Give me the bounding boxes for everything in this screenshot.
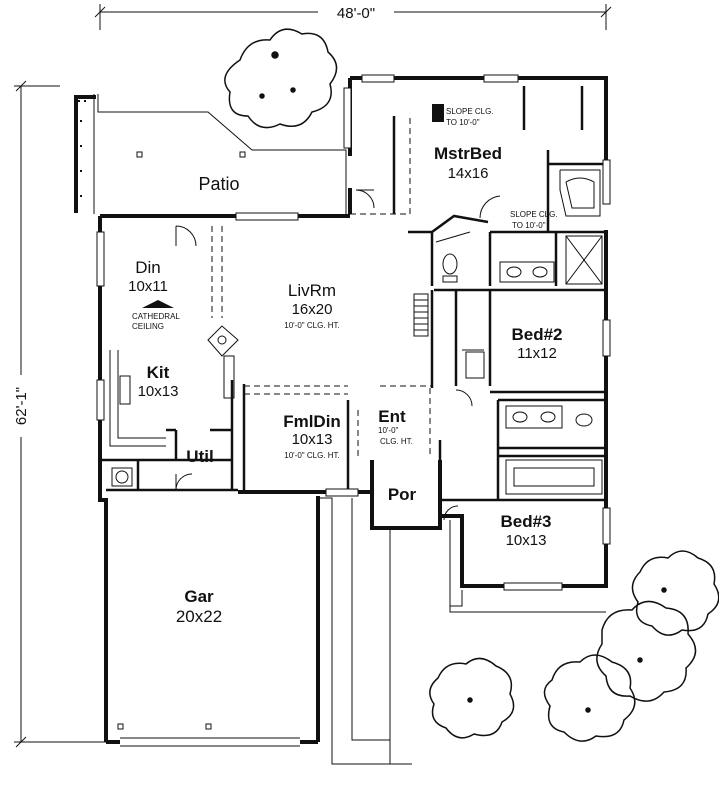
tree-cluster xyxy=(429,550,719,742)
mstrbed-note: SLOPE CLG. xyxy=(446,107,494,116)
ent-label: Ent xyxy=(378,407,406,426)
ent-note: 10'-0" xyxy=(378,426,399,435)
fmldin-note: 10'-0" CLG. HT. xyxy=(284,451,340,460)
patio-planter xyxy=(74,95,96,213)
garage-door xyxy=(117,723,300,747)
bed3-size: 10x13 xyxy=(506,532,547,549)
depth-dimension-label: 62'-1" xyxy=(13,387,30,425)
fixtures xyxy=(109,169,603,495)
patio-label: Patio xyxy=(198,174,239,194)
patio-outline xyxy=(93,94,347,214)
slope-ceiling-arrow xyxy=(432,104,444,122)
windows xyxy=(96,74,611,591)
mbath-note-2: TO 10'-0" xyxy=(512,221,546,230)
din-note: CATHEDRAL xyxy=(132,312,180,321)
util-label: Util xyxy=(186,447,213,466)
bed2-label: Bed#2 xyxy=(511,325,562,344)
bed2-size: 11x12 xyxy=(517,345,557,362)
walkway xyxy=(320,497,606,765)
din-size: 10x11 xyxy=(128,278,168,295)
fmldin-size: 10x13 xyxy=(292,431,333,448)
patio-post xyxy=(239,151,246,158)
cathedral-arrow xyxy=(142,300,174,308)
livrm-label: LivRm xyxy=(288,281,336,300)
dashed-openings xyxy=(211,118,432,456)
din-label: Din xyxy=(135,258,161,277)
gar-label: Gar xyxy=(184,587,214,606)
width-dimension-label: 48'-0" xyxy=(337,5,375,22)
mbath-note: SLOPE CLG. xyxy=(510,210,558,219)
mstrbed-note-2: TO 10'-0" xyxy=(446,118,480,127)
gar-size: 20x22 xyxy=(176,607,222,626)
livrm-size: 16x20 xyxy=(292,301,333,318)
exterior-walls xyxy=(98,76,608,744)
livrm-note: 10'-0" CLG. HT. xyxy=(284,321,340,330)
por-label: Por xyxy=(388,485,417,504)
interior-walls xyxy=(100,86,606,510)
fmldin-label: FmlDin xyxy=(283,412,341,431)
ent-note-2: CLG. HT. xyxy=(380,437,413,446)
kit-size: 10x13 xyxy=(138,383,179,400)
doors xyxy=(175,189,501,521)
bed3-label: Bed#3 xyxy=(500,512,551,531)
mstrbed-size: 14x16 xyxy=(448,165,489,182)
mstrbed-label: MstrBed xyxy=(434,144,502,163)
kit-label: Kit xyxy=(147,363,170,382)
patio-post xyxy=(136,151,143,158)
din-note-2: CEILING xyxy=(132,322,164,331)
tree-top xyxy=(224,28,338,129)
